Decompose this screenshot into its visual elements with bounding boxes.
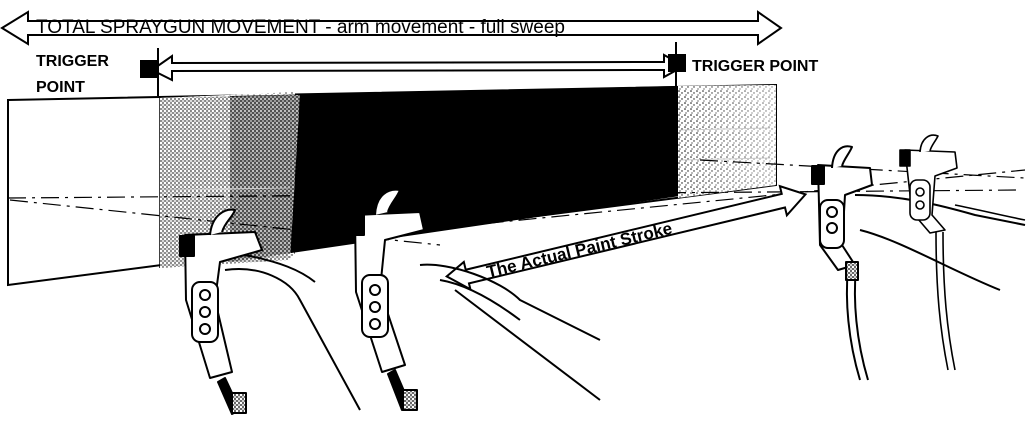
trigger-left-label-line1: TRIGGER	[36, 53, 109, 70]
trigger-left-label-line2: POINT	[36, 79, 85, 96]
total-movement-label: TOTAL SPRAYGUN MOVEMENT - arm movement -…	[36, 17, 565, 38]
trigger-right-label: TRIGGER POINT	[692, 58, 818, 75]
trigger-marker-left	[140, 60, 158, 78]
trigger-span-arrow	[152, 55, 684, 80]
paint-stroke-label: The Actual Paint Stroke	[485, 219, 674, 282]
